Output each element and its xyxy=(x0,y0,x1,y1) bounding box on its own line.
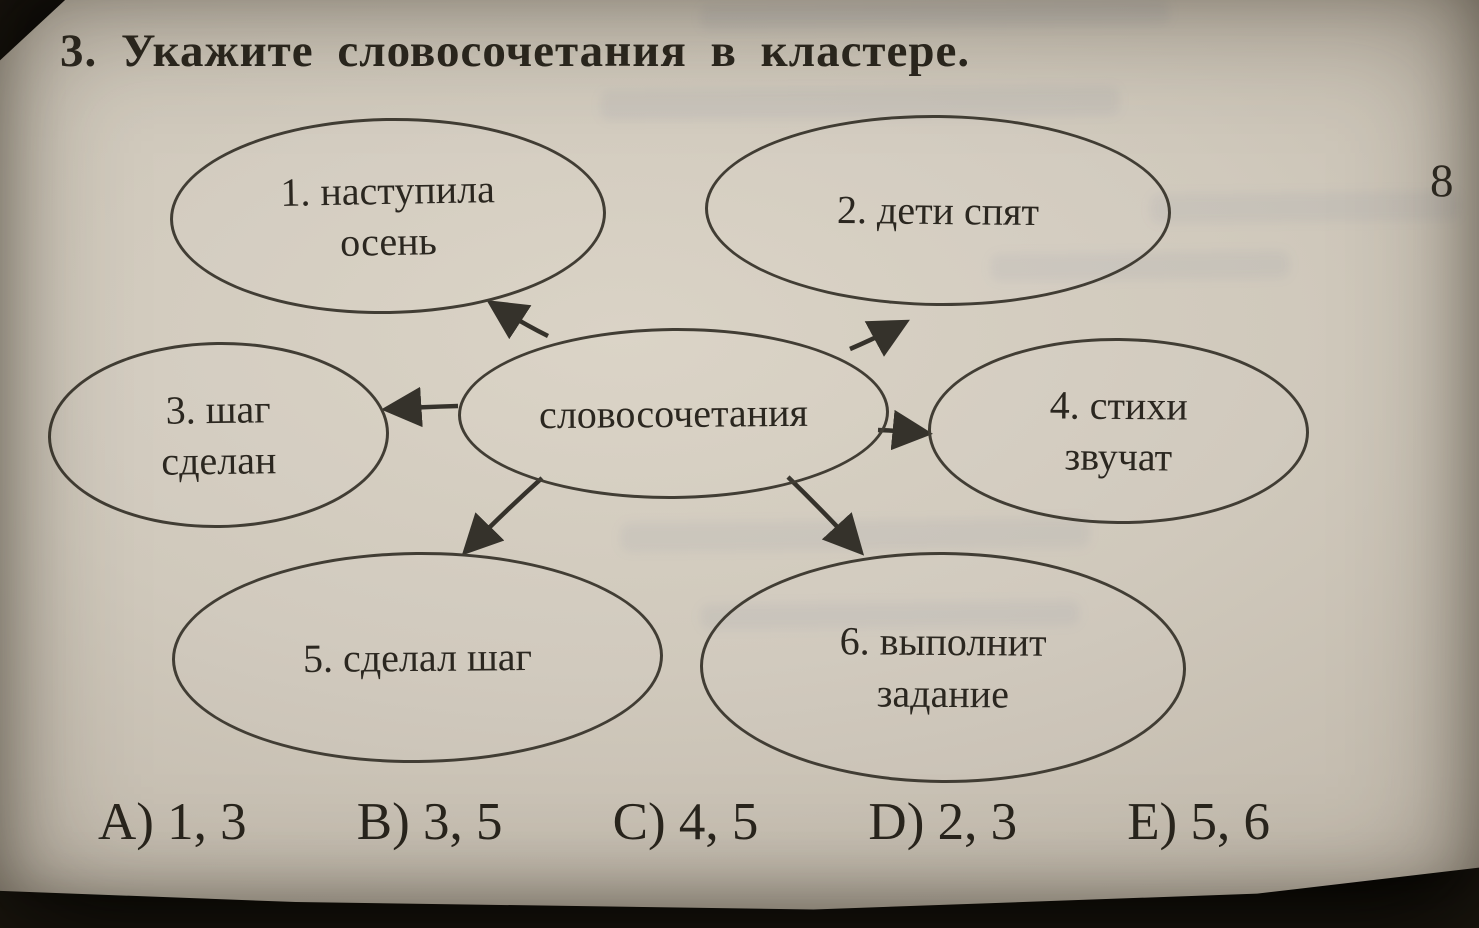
node-label-line: 5. сделал шаг xyxy=(302,633,533,681)
answer-options: A) 1, 3 B) 3, 5 C) 4, 5 D) 2, 3 E) 5, 6 xyxy=(98,792,1270,852)
answer-option-e: E) 5, 6 xyxy=(1127,793,1270,851)
bleed-through-smudge xyxy=(1149,190,1461,224)
answer-option-d: D) 2, 3 xyxy=(868,793,1018,851)
node-label-line: задание xyxy=(876,670,1010,716)
node-label-line: осень xyxy=(339,218,438,265)
node-label: словосочетания xyxy=(538,389,809,438)
page-side-number: 8 xyxy=(1430,155,1454,207)
node-label-line: 2. дети спят xyxy=(836,186,1040,234)
bleed-through-smudge xyxy=(619,517,1091,553)
node-label-line: 3. шаг xyxy=(165,386,271,433)
answer-option-a: A) 1, 3 xyxy=(98,793,247,851)
node-label-line: звучат xyxy=(1064,433,1173,480)
node-label-line: 6. выполнит xyxy=(839,618,1047,666)
answer-option-c: C) 4, 5 xyxy=(612,793,759,851)
node-label-line: 1. наступила xyxy=(279,165,496,215)
question-title: 3. Укажите словосочетания в кластере. xyxy=(60,25,971,77)
node-label-line: сделан xyxy=(161,437,277,484)
node-label-line: 4. стихи xyxy=(1049,382,1188,429)
answer-option-b: B) 3, 5 xyxy=(356,793,503,851)
bleed-through-smudge xyxy=(599,85,1121,121)
